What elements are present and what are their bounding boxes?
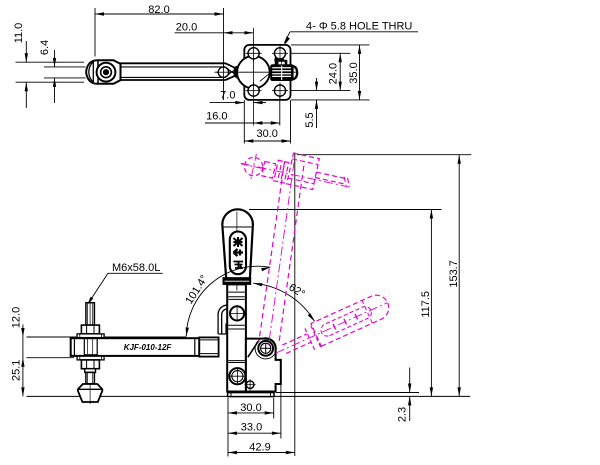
svg-text:117.5: 117.5 bbox=[420, 291, 432, 318]
svg-text:33.0: 33.0 bbox=[241, 422, 262, 434]
svg-text:30.0: 30.0 bbox=[240, 402, 261, 414]
svg-text:82.0: 82.0 bbox=[148, 4, 169, 16]
svg-text:6.4: 6.4 bbox=[39, 40, 51, 55]
svg-text:12.0: 12.0 bbox=[11, 307, 23, 328]
svg-text:25.1: 25.1 bbox=[11, 360, 23, 381]
svg-text:42.9: 42.9 bbox=[249, 441, 270, 453]
svg-text:5.5: 5.5 bbox=[304, 112, 316, 127]
svg-text:20.0: 20.0 bbox=[176, 22, 197, 34]
svg-text:35.0: 35.0 bbox=[348, 62, 360, 83]
svg-text:KJF-010-12F: KJF-010-12F bbox=[124, 343, 173, 352]
svg-text:M6x58.0L: M6x58.0L bbox=[112, 262, 160, 274]
svg-text:24.0: 24.0 bbox=[327, 63, 339, 84]
svg-text:153.7: 153.7 bbox=[448, 260, 460, 288]
svg-text:11.0: 11.0 bbox=[13, 23, 25, 44]
svg-text:30.0: 30.0 bbox=[256, 128, 277, 140]
svg-text:2.3: 2.3 bbox=[396, 407, 408, 422]
svg-text:16.0: 16.0 bbox=[206, 111, 227, 123]
svg-text:7.0: 7.0 bbox=[220, 90, 235, 102]
svg-text:4- Φ 5.8 HOLE THRU: 4- Φ 5.8 HOLE THRU bbox=[306, 21, 412, 33]
